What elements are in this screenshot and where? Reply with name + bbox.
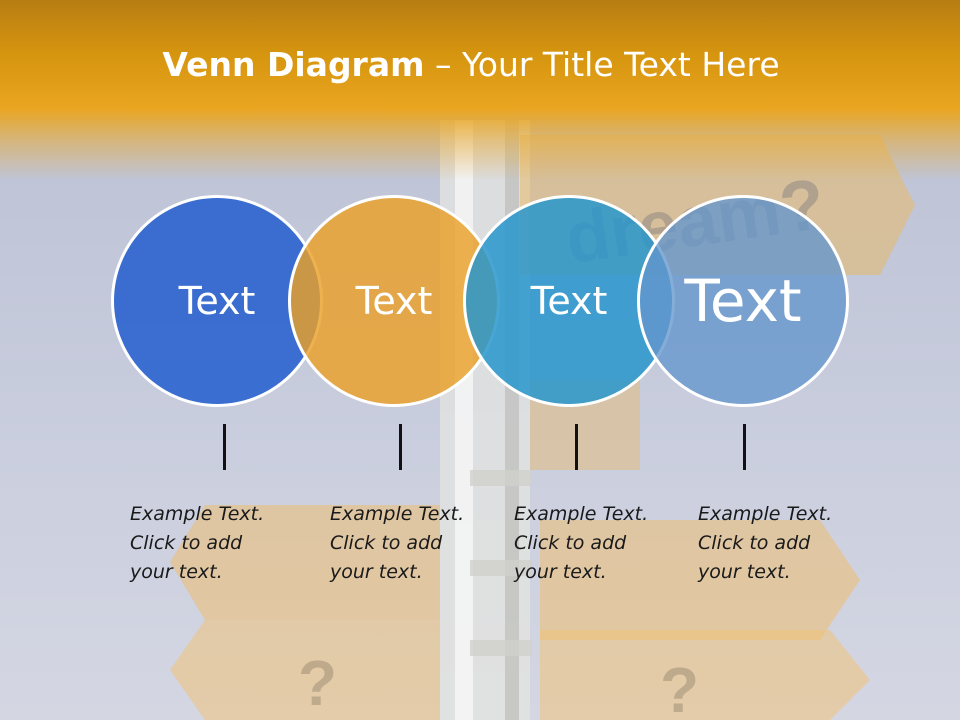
caption-4-line-3: your text. bbox=[698, 561, 791, 583]
caption-1-line-2: Click to add bbox=[130, 532, 243, 554]
caption-3[interactable]: Example Text. Click to add your text. bbox=[514, 500, 684, 587]
caption-4-line-2: Click to add bbox=[698, 532, 811, 554]
venn-circle-4[interactable]: Text bbox=[637, 195, 849, 407]
caption-2-line-3: your text. bbox=[330, 561, 423, 583]
question-mark-left: ? bbox=[298, 647, 337, 719]
circle-label-1: Text bbox=[178, 279, 256, 323]
connector-line-1 bbox=[223, 424, 226, 470]
caption-1[interactable]: Example Text. Click to add your text. bbox=[130, 500, 300, 587]
connector-line-2 bbox=[399, 424, 402, 470]
caption-1-line-1: Example Text. bbox=[130, 503, 265, 525]
header-band bbox=[0, 0, 960, 180]
circle-label-2: Text bbox=[355, 279, 433, 323]
venn-circle-1[interactable]: Text bbox=[111, 195, 323, 407]
slide-title[interactable]: Venn Diagram – Your Title Text Here bbox=[0, 44, 942, 86]
caption-1-line-3: your text. bbox=[130, 561, 223, 583]
question-mark-right: ? bbox=[660, 654, 699, 720]
title-rest: – Your Title Text Here bbox=[424, 45, 780, 84]
caption-4[interactable]: Example Text. Click to add your text. bbox=[698, 500, 868, 587]
caption-3-line-1: Example Text. bbox=[514, 503, 649, 525]
caption-2-line-1: Example Text. bbox=[330, 503, 465, 525]
circle-label-3: Text bbox=[530, 279, 608, 323]
circle-label-4: Text bbox=[684, 267, 802, 335]
caption-2[interactable]: Example Text. Click to add your text. bbox=[330, 500, 500, 587]
title-bold: Venn Diagram bbox=[162, 45, 425, 84]
connector-line-3 bbox=[575, 424, 578, 470]
caption-3-line-2: Click to add bbox=[514, 532, 627, 554]
caption-2-line-2: Click to add bbox=[330, 532, 443, 554]
caption-3-line-3: your text. bbox=[514, 561, 607, 583]
connector-line-4 bbox=[743, 424, 746, 470]
caption-4-line-1: Example Text. bbox=[698, 503, 833, 525]
